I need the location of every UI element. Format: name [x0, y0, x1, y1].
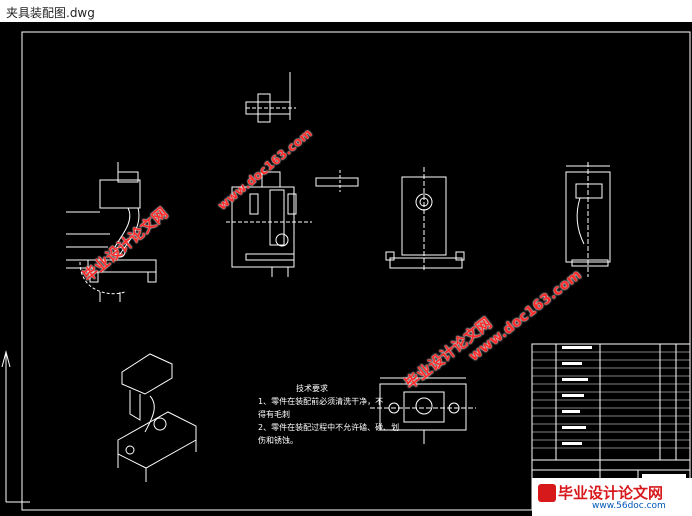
site-logo: 毕业设计论文网 www.56doc.com: [532, 478, 692, 516]
bom-text-blocks: [562, 346, 686, 484]
tech-item-1: 1、零件在装配前必须清洗干净，不: [258, 397, 384, 406]
side-view: [385, 167, 465, 272]
middle-front-view: [226, 171, 312, 277]
ucs-arrow-icon: [1, 350, 11, 368]
bom-rows: [532, 351, 690, 449]
window-title: 夹具装配图.dwg: [6, 6, 95, 20]
technical-requirements: 技术要求 1、零件在装配前必须清洗干净，不 得有毛刺 2、零件在装配过程中不允许…: [258, 382, 399, 447]
window-titlebar: 夹具装配图.dwg: [0, 0, 692, 23]
section-detail-view: [315, 170, 359, 192]
tech-heading: 技术要求: [296, 384, 328, 393]
logo-site: www.56doc.com: [592, 501, 666, 511]
tech-item-1b: 得有毛刺: [258, 410, 290, 419]
right-view: [565, 162, 611, 277]
tech-item-2b: 伤和锈蚀。: [258, 436, 298, 445]
isometric-view: [117, 353, 197, 482]
bottom-top-view: [370, 377, 476, 444]
logo-brand: 毕业设计论文网: [558, 484, 664, 502]
drawing-canvas[interactable]: 技术要求 1、零件在装配前必须清洗干净，不 得有毛刺 2、零件在装配过程中不允许…: [0, 22, 692, 516]
drawing-border: [21, 31, 691, 511]
tech-item-2: 2、零件在装配过程中不允许磕、碰、划: [258, 423, 400, 432]
left-assembly-view: [66, 162, 157, 302]
logo-badge-icon: [538, 484, 556, 502]
top-detail-view: [245, 72, 296, 123]
